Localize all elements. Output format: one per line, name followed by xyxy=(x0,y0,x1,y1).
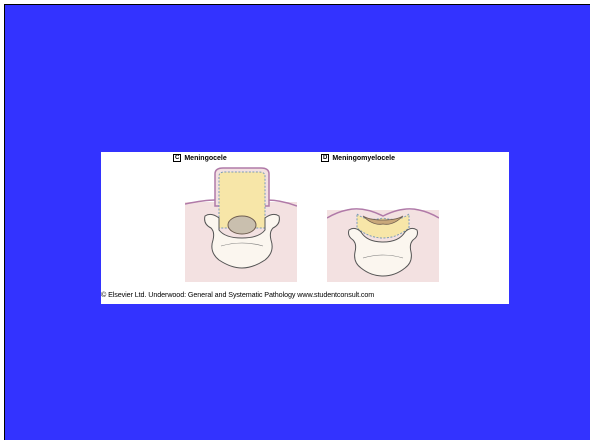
panel-c-title: Meningocele xyxy=(184,155,226,162)
panel-c-label: C Meningocele xyxy=(173,154,227,162)
pathology-figure: C Meningocele D Meningomyelocele © Els xyxy=(101,152,509,304)
spinal-cord xyxy=(228,216,256,234)
panel-c-letter: C xyxy=(173,154,181,162)
meningomyelocele-diagram xyxy=(327,166,439,282)
copyright-caption: © Elsevier Ltd. Underwood: General and S… xyxy=(101,290,509,299)
panel-d-label: D Meningomyelocele xyxy=(321,154,395,162)
panel-d-title: Meningomyelocele xyxy=(332,155,395,162)
slide: C Meningocele D Meningomyelocele © Els xyxy=(4,4,590,440)
panel-d-letter: D xyxy=(321,154,329,162)
meningocele-diagram xyxy=(185,166,297,282)
